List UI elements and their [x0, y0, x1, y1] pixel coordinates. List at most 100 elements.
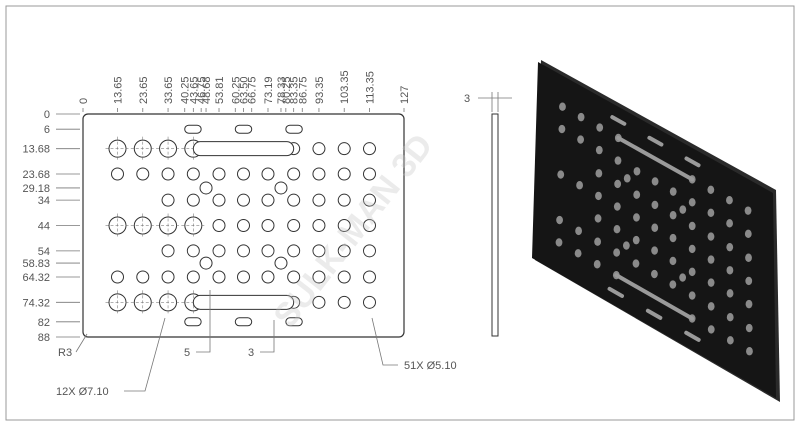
side-view: 3: [464, 92, 512, 337]
slot: [192, 294, 295, 310]
render-hole: [688, 267, 696, 277]
y-dim-label: 34: [38, 195, 50, 207]
small-hole: [186, 270, 200, 284]
render-hole: [593, 260, 601, 269]
render-slot: [616, 135, 695, 182]
side-view-plate: [491, 113, 499, 337]
render-hole: [688, 244, 696, 254]
render-hole: [745, 276, 753, 286]
y-dim-label: 58.83: [22, 258, 50, 270]
x-dim-label: 78.33: [276, 76, 288, 104]
small-hole: [161, 244, 175, 258]
render-hole: [707, 302, 715, 311]
x-dim-label: 46.75: [196, 76, 208, 104]
render-hole: [726, 289, 734, 298]
small-hole: [186, 193, 200, 207]
small-hole: [337, 193, 351, 207]
x-dim-label: 43.65: [188, 76, 200, 104]
y-dimension-group: 0613.6823.6829.1834445458.8364.3274.3282…: [22, 109, 80, 344]
render-hole: [669, 256, 677, 266]
x-dim-label: 23.65: [138, 76, 150, 104]
render-hole: [688, 221, 696, 231]
small-hole: [337, 219, 351, 232]
small-hole: [111, 270, 125, 284]
render-slot: [645, 308, 663, 320]
small-hole: [362, 295, 376, 309]
render-hole: [726, 219, 733, 228]
render-hole: [651, 223, 659, 232]
small-hole: [337, 167, 351, 181]
slot: [184, 124, 202, 134]
render-hole: [651, 177, 659, 186]
small-hole: [261, 167, 275, 181]
small-hole: [136, 167, 150, 181]
small-hole: [212, 244, 226, 258]
y-dim-label: 54: [38, 246, 50, 258]
y-dim-label: 29.18: [22, 183, 50, 195]
x-dim-label: 127: [399, 86, 411, 104]
small-hole: [274, 256, 288, 270]
small-hole: [212, 167, 226, 181]
small-hole: [136, 270, 150, 284]
render-hole: [669, 280, 677, 289]
small-hole: [312, 142, 326, 156]
render-slot: [684, 156, 701, 168]
small-hole: [312, 270, 326, 284]
callout-small-holes: 51X Ø5.10: [371, 317, 457, 372]
render-slot: [614, 273, 695, 321]
small-hole: [212, 193, 226, 207]
slot-width-left-label: 5: [184, 347, 190, 359]
render-hole: [595, 191, 602, 201]
render-hole: [633, 167, 641, 176]
small-hole: [237, 270, 250, 284]
small-hole: [161, 167, 175, 181]
x-dim-label: 40.25: [180, 76, 192, 104]
render-hole: [595, 145, 603, 155]
render-hole: [577, 112, 585, 122]
callout-large-holes: 12X Ø7.10: [56, 317, 166, 398]
small-hole: [362, 244, 376, 258]
render-hole: [726, 336, 734, 345]
render-hole: [745, 299, 753, 309]
small-hole: [237, 193, 250, 207]
small-hole: [312, 219, 326, 232]
render-hole: [707, 255, 715, 264]
small-hole: [362, 219, 376, 232]
y-dim-label: 88: [38, 332, 50, 344]
y-dim-label: 64.32: [22, 272, 50, 284]
small-hole: [261, 244, 275, 258]
small-hole: [362, 270, 376, 284]
render-hole: [707, 185, 715, 194]
slot: [234, 317, 253, 327]
render-hole: [633, 213, 640, 222]
render-hole: [745, 253, 752, 262]
small-hole: [261, 219, 275, 232]
render-slot: [684, 330, 701, 342]
slot: [184, 317, 202, 327]
holes-group: [105, 124, 376, 327]
render-hole: [613, 202, 621, 211]
small-hole: [362, 142, 376, 156]
render-hole: [614, 156, 622, 165]
small-hole: [337, 270, 351, 284]
small-hole: [312, 295, 326, 309]
callout-slot-left: 5: [184, 290, 211, 359]
render-hole: [595, 169, 603, 178]
small-hole: [186, 167, 200, 181]
small-hole: [337, 295, 351, 309]
y-dim-label: 74.32: [22, 297, 50, 309]
render-hole: [557, 170, 565, 179]
small-hole: [161, 270, 175, 284]
large-holes-label: 12X Ø7.10: [56, 386, 109, 398]
slot: [192, 141, 295, 157]
small-hole: [237, 219, 250, 232]
y-dim-label: 23.68: [22, 169, 50, 181]
render-hole: [623, 174, 631, 183]
small-hole: [212, 219, 226, 232]
render-hole: [651, 246, 658, 255]
x-dim-label: 103.35: [339, 70, 351, 104]
render-slot: [610, 115, 627, 126]
render-hole: [707, 325, 715, 334]
x-dim-label: 113.35: [364, 71, 376, 104]
